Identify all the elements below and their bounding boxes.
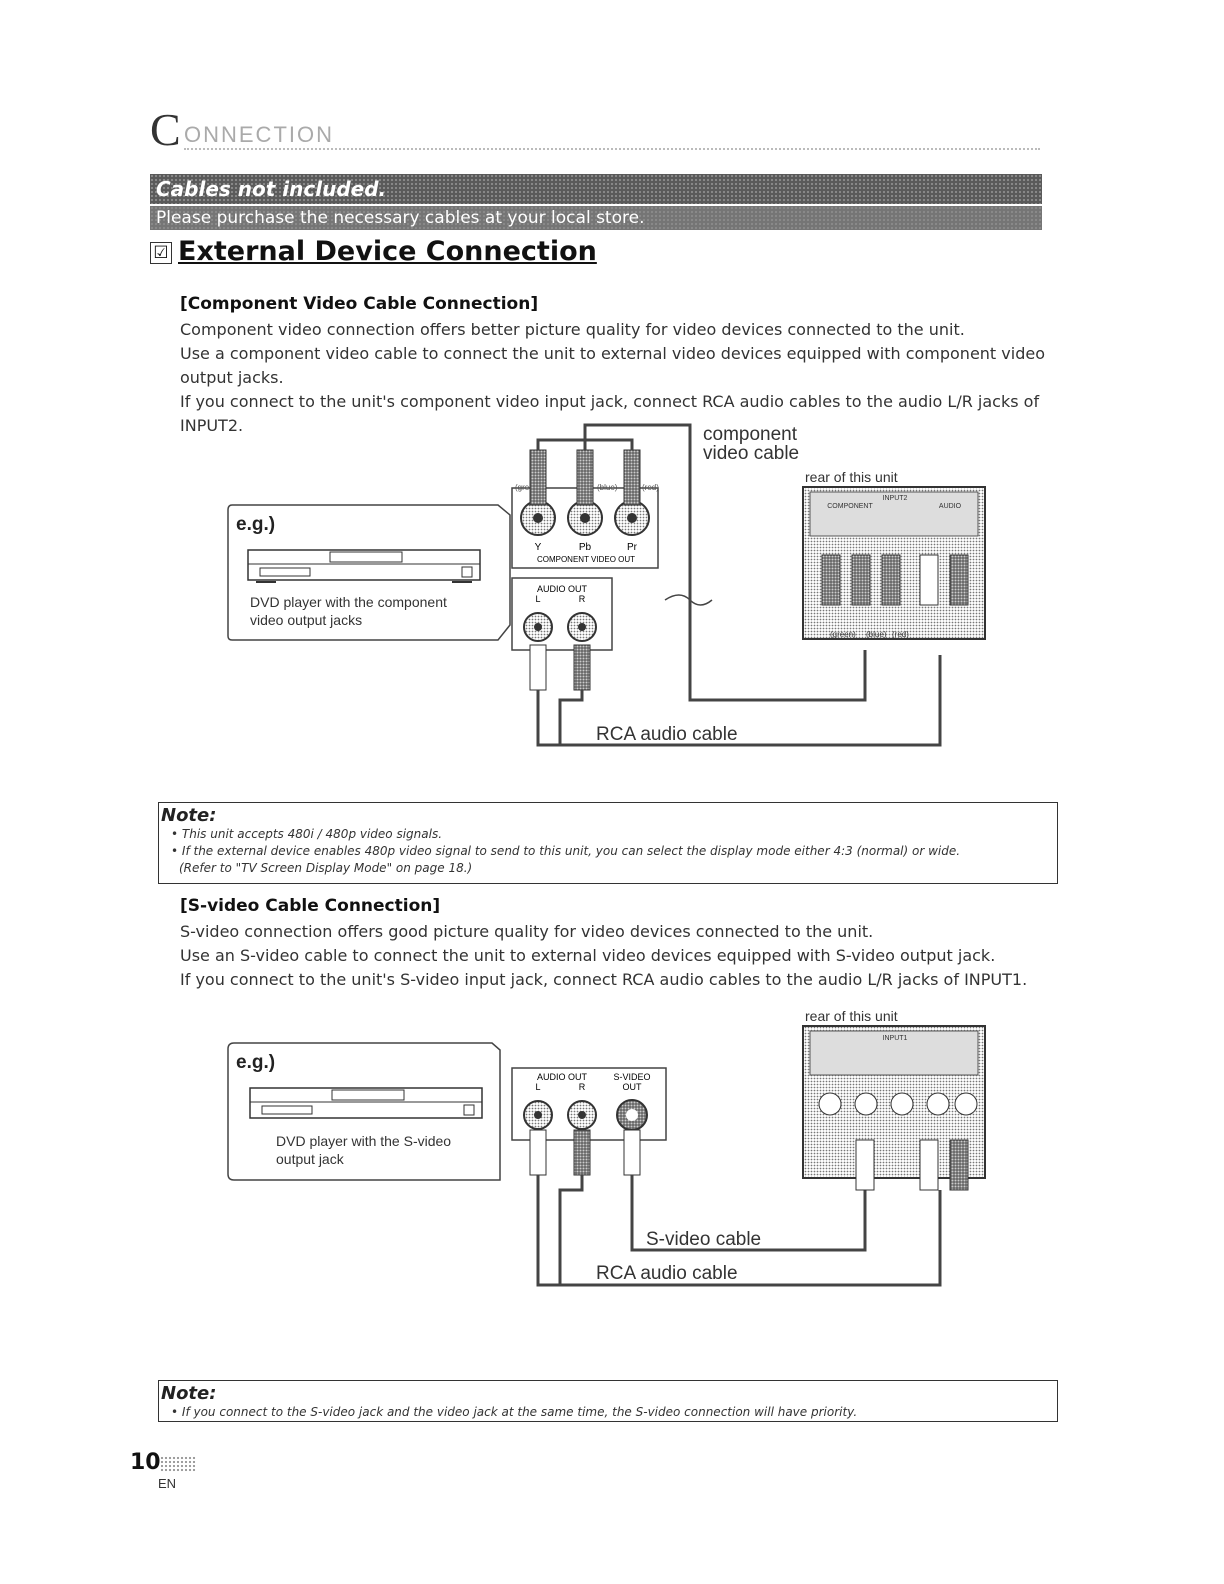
jack-label: Y	[535, 542, 542, 553]
dvd-player-caption: video output jacks	[250, 612, 362, 628]
rear-color-label: (blue)	[866, 630, 887, 639]
rear-panel: INPUT1	[802, 1025, 986, 1191]
note-item: If you connect to the S-video jack and t…	[171, 1404, 1057, 1421]
svideo-paragraph: If you connect to the unit's S-video inp…	[180, 970, 1028, 989]
dvd-player-icon	[247, 549, 481, 583]
eg-label: e.g.)	[236, 1052, 275, 1073]
note-box: Note: If you connect to the S-video jack…	[158, 1380, 1058, 1422]
note-item-text: If you connect to the S-video jack and t…	[181, 1405, 858, 1419]
svideo-paragraph: Use an S-video cable to connect the unit…	[180, 946, 996, 965]
rca-cable-label: RCA audio cable	[596, 724, 738, 745]
cables-banner-text: Please purchase the necessary cables at …	[150, 206, 1042, 230]
rca-cable-label: RCA audio cable	[596, 1263, 738, 1284]
component-paragraph: Component video connection offers better…	[180, 320, 965, 339]
rear-audio-label: AUDIO	[939, 503, 962, 510]
audio-out-label: AUDIO OUT	[537, 1072, 588, 1082]
jack-label: Pr	[627, 542, 638, 553]
svideo-out-label: S-VIDEO	[613, 1072, 650, 1082]
jack-icon	[567, 1100, 597, 1130]
cables-banner-title: Cables not included.	[150, 174, 1042, 204]
svideo-device-callout: e.g.) DVD player with the S-video output…	[227, 1042, 501, 1181]
rear-panel: INPUT2 COMPONENT AUDIO (green) (blue) (r…	[802, 486, 986, 640]
rear-input-label: INPUT1	[883, 1035, 908, 1042]
svideo-paragraph: S-video connection offers good picture q…	[180, 922, 874, 941]
svideo-jack-icon	[616, 1099, 648, 1131]
jack-icon	[614, 500, 650, 536]
page-heading: ☑ External Device Connection	[150, 236, 597, 267]
svideo-cable-label: S-video cable	[646, 1229, 761, 1250]
checkbox-icon: ☑	[150, 242, 172, 264]
audio-l-label: L	[535, 1082, 540, 1092]
rear-color-label: (green)	[830, 630, 856, 639]
page-language: EN	[158, 1476, 177, 1491]
section-title-rest: ONNECTION	[184, 122, 334, 147]
jack-label: Pb	[579, 542, 592, 553]
svideo-subtitle: [S-video Cable Connection]	[180, 896, 441, 916]
rear-input-label: INPUT2	[883, 495, 908, 502]
note-box: Note: This unit accepts 480i / 480p vide…	[158, 802, 1058, 884]
color-label: (green)	[515, 483, 541, 492]
component-text: Component video connection offers better…	[180, 318, 1060, 438]
audio-r-label: R	[579, 594, 586, 604]
note-title: Note:	[161, 805, 217, 826]
color-label: (red)	[642, 483, 659, 492]
page-heading-text: External Device Connection	[178, 236, 597, 267]
jack-icon	[523, 612, 553, 642]
rear-color-label: (red)	[892, 630, 909, 639]
section-title-initial: C	[150, 104, 181, 155]
note-item-text: (Refer to "TV Screen Display Mode" on pa…	[179, 861, 473, 875]
dvd-player-caption: output jack	[276, 1151, 345, 1167]
rear-component-label: COMPONENT	[827, 503, 873, 510]
rear-unit-label: rear of this unit	[805, 1008, 898, 1024]
jack-icon	[567, 612, 597, 642]
jack-icon	[520, 500, 556, 536]
note-title: Note:	[161, 1383, 217, 1404]
color-label: (blue)	[597, 483, 618, 492]
note-item-text: If the external device enables 480p vide…	[181, 844, 961, 858]
note-item-text: This unit accepts 480i / 480p video sign…	[181, 827, 443, 841]
svideo-audio-out-panel: AUDIO OUT L R S-VIDEO OUT	[511, 1067, 942, 1287]
component-paragraph: Use a component video cable to connect t…	[180, 344, 1045, 387]
section-title: C ONNECTION	[150, 104, 1040, 155]
cable-break-icon	[664, 594, 713, 606]
jack-icon	[523, 1100, 553, 1130]
audio-out-panel: AUDIO OUT L R	[511, 577, 942, 747]
note-item: This unit accepts 480i / 480p video sign…	[171, 826, 1057, 843]
svideo-out-label: OUT	[623, 1082, 643, 1092]
component-paragraph: If you connect to the unit's component v…	[180, 392, 1040, 435]
audio-l-label: L	[535, 594, 540, 604]
note-item: If the external device enables 480p vide…	[171, 843, 1057, 877]
eg-label: e.g.)	[236, 514, 275, 535]
svideo-text: S-video connection offers good picture q…	[180, 920, 1060, 992]
component-cable-label: video cable	[703, 443, 799, 464]
component-out-label: COMPONENT VIDEO OUT	[537, 555, 635, 564]
audio-r-label: R	[579, 1082, 586, 1092]
section-title-rule	[184, 148, 1040, 150]
component-cable-label: component	[703, 424, 798, 445]
dvd-player-caption: DVD player with the component	[250, 594, 447, 610]
dvd-player-callout: e.g.) DVD player with the component vide…	[227, 504, 511, 641]
note-list: This unit accepts 480i / 480p video sign…	[159, 826, 1057, 879]
jack-icon	[567, 500, 603, 536]
dvd-player-caption: DVD player with the S-video	[276, 1133, 451, 1149]
rear-unit-label: rear of this unit	[805, 469, 898, 485]
note-list: If you connect to the S-video jack and t…	[159, 1404, 1057, 1423]
audio-out-label: AUDIO OUT	[537, 584, 588, 594]
component-plugs	[529, 423, 867, 702]
page-number: 10	[130, 1450, 161, 1475]
dvd-player-icon	[249, 1087, 483, 1119]
page-number-decoration	[160, 1456, 196, 1472]
component-subtitle: [Component Video Cable Connection]	[180, 294, 539, 314]
